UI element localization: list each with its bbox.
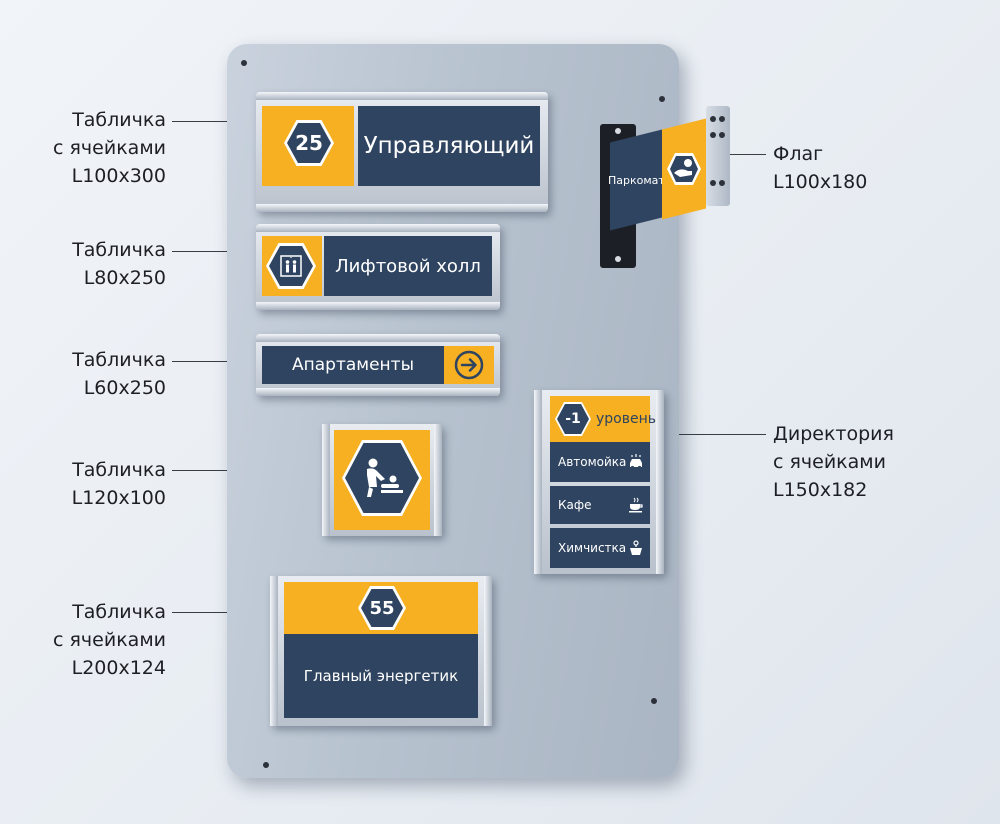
dry-cleaning-icon — [627, 539, 645, 557]
number-cell: 55 — [284, 582, 478, 634]
sign-apartments: Апартаменты — [256, 334, 500, 396]
leader-line — [172, 361, 272, 362]
arrow-right-icon — [454, 350, 484, 380]
hand-coin-icon — [666, 151, 702, 187]
flag-icon-cell — [662, 118, 706, 220]
coffee-cup-icon — [627, 496, 645, 514]
sign-energetic: 55 Главный энергетик — [270, 576, 492, 726]
label-flag-sign: Флаг L100x180 — [773, 143, 868, 193]
leader-line — [172, 251, 272, 252]
icon-cell — [444, 346, 494, 384]
text-cell: Управляющий — [358, 106, 540, 186]
icon-cell — [262, 236, 322, 296]
label-energetic-sign: Табличка с ячейками L200x124 — [53, 601, 166, 679]
flag-text-cell: Паркомат — [608, 129, 664, 231]
sign-directory: -1 уровень Автомойка Кафе Химчистка — [534, 390, 664, 574]
elevator-icon — [269, 246, 313, 286]
label-apartments-sign: Табличка L60x250 — [72, 349, 166, 399]
directory-item: Автомойка — [550, 442, 650, 482]
label-directory-sign: Директория с ячейками L150x182 — [773, 423, 894, 501]
screw — [263, 762, 269, 768]
sign-elevator: Лифтовой холл — [256, 224, 500, 310]
sign-flag: Паркомат — [606, 106, 730, 236]
screw — [651, 698, 657, 704]
leader-line — [172, 121, 272, 122]
label-elevator-sign: Табличка L80x250 — [72, 239, 166, 289]
car-wash-icon — [627, 453, 645, 471]
leader-line — [710, 154, 766, 155]
directory-item: Кафе — [550, 486, 650, 524]
directory-level-cell: -1 уровень — [550, 396, 656, 442]
leader-line — [632, 434, 766, 435]
label-manager-sign: Табличка с ячейками L100x300 — [53, 109, 166, 187]
icon-cell — [334, 430, 430, 530]
text-cell: Главный энергетик — [284, 634, 478, 718]
baby-changing-icon — [345, 443, 419, 513]
number-cell: 25 — [262, 106, 354, 186]
sign-baby-changing — [322, 424, 442, 536]
text-cell: Апартаменты — [262, 346, 444, 384]
screw — [659, 96, 665, 102]
number-badge: 25 — [287, 123, 331, 163]
label-baby-sign: Табличка L120x100 — [71, 459, 166, 509]
directory-item: Химчистка — [550, 528, 650, 568]
text-cell: Лифтовой холл — [324, 236, 492, 296]
flag-end-cap — [706, 106, 730, 206]
screw — [241, 60, 247, 66]
sign-manager: 25 Управляющий — [256, 92, 548, 212]
